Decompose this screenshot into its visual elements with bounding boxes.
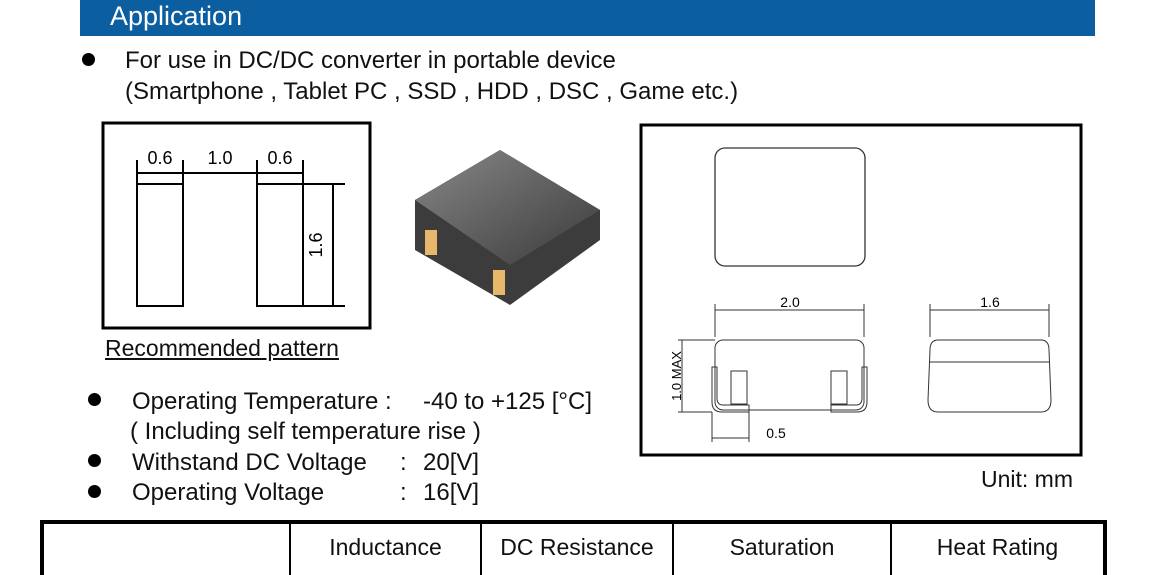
dim-left: 0.6 [147,148,172,168]
separator: : [400,479,407,506]
dim-right: 0.6 [267,148,292,168]
spec-value-temp: -40 to +125 [°C] [423,388,593,415]
bullet [88,393,101,406]
dim-terminal: 0.5 [766,425,786,441]
application-line1: For use in DC/DC converter in portable d… [125,47,616,74]
dim-gap: 1.0 [207,148,232,168]
spec-value-withstand: 20[V] [423,449,480,476]
spec-label-withstand: Withstand DC Voltage [132,449,367,476]
spec-label-temp: Operating Temperature : [132,388,392,415]
separator: : [400,449,407,476]
application-line2: (Smartphone , Tablet PC , SSD , HDD , DS… [125,78,739,105]
spec-label-operating: Operating Voltage [132,479,325,506]
recommended-pattern-diagram: 0.6 1.0 0.6 1.6 [101,121,372,330]
bullet [88,485,101,498]
header-cell-dc-resistance: DC Resistance [480,521,674,575]
dimension-drawing: 2.0 1.6 1.0 MAX 0.5 [639,123,1083,457]
section-header: Application [80,0,1095,36]
spec-value-operating: 16[V] [423,479,480,506]
header-cell-heat-rating: Heat Rating [890,521,1106,575]
bullet [82,53,95,66]
dim-height-max: 1.0 MAX [669,351,684,401]
bullet [88,454,101,467]
unit-label: Unit: mm [981,466,1073,492]
section-title: Application [110,1,243,31]
component-image [415,150,600,305]
dim-width: 2.0 [780,294,800,310]
dim-height: 1.6 [306,232,326,257]
spec-table: Inductance DC Resistance Saturation Heat… [40,520,1107,575]
pattern-caption: Recommended pattern [105,335,339,361]
header-cell-inductance: Inductance [289,521,482,575]
spec-note-temp: ( Including self temperature rise ) [130,418,481,445]
dim-depth: 1.6 [980,294,1000,310]
header-cell-saturation: Saturation [672,521,892,575]
table-header-row: Inductance DC Resistance Saturation Heat… [41,521,1106,575]
header-cell-blank [41,521,291,575]
